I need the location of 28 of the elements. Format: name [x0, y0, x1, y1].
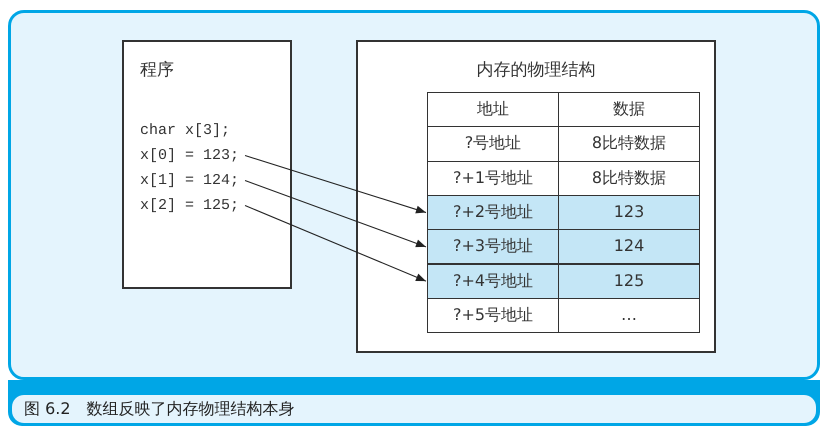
data-value: … — [558, 298, 699, 332]
column-header: 地址 — [476, 98, 510, 120]
arrow — [244, 180, 426, 248]
program-box — [122, 40, 292, 289]
table-row — [427, 160, 700, 196]
figure-caption: 图 6.2 数组反映了内存物理结构本身 — [12, 395, 816, 423]
highlighted-table-row — [427, 194, 700, 230]
table-header-row — [427, 92, 700, 128]
code-line: x[1] = 124; — [140, 172, 240, 189]
box-heading: 内存的物理结构 — [476, 59, 596, 81]
address-label: ?+5号地址 — [452, 304, 534, 326]
address-label: ?+1号地址 — [452, 166, 534, 189]
data-value: 124 — [558, 230, 699, 264]
table-row — [427, 126, 700, 162]
address-label: ?号地址 — [464, 132, 522, 154]
highlighted-table-row — [427, 264, 700, 299]
address-label: ?+2号地址 — [452, 200, 534, 223]
memory-box — [356, 40, 716, 353]
arrow — [244, 154, 426, 214]
box-heading: 程序 — [140, 59, 174, 81]
address-label: ?+4号地址 — [452, 270, 534, 292]
code-line: x[0] = 123; — [140, 147, 240, 164]
code-line: char x[3]; — [140, 122, 230, 139]
arrow — [244, 205, 426, 282]
address-label: ?+3号地址 — [452, 235, 534, 258]
code-line: x[2] = 125; — [140, 197, 240, 214]
table-row — [427, 298, 700, 334]
highlighted-table-row — [427, 229, 700, 264]
